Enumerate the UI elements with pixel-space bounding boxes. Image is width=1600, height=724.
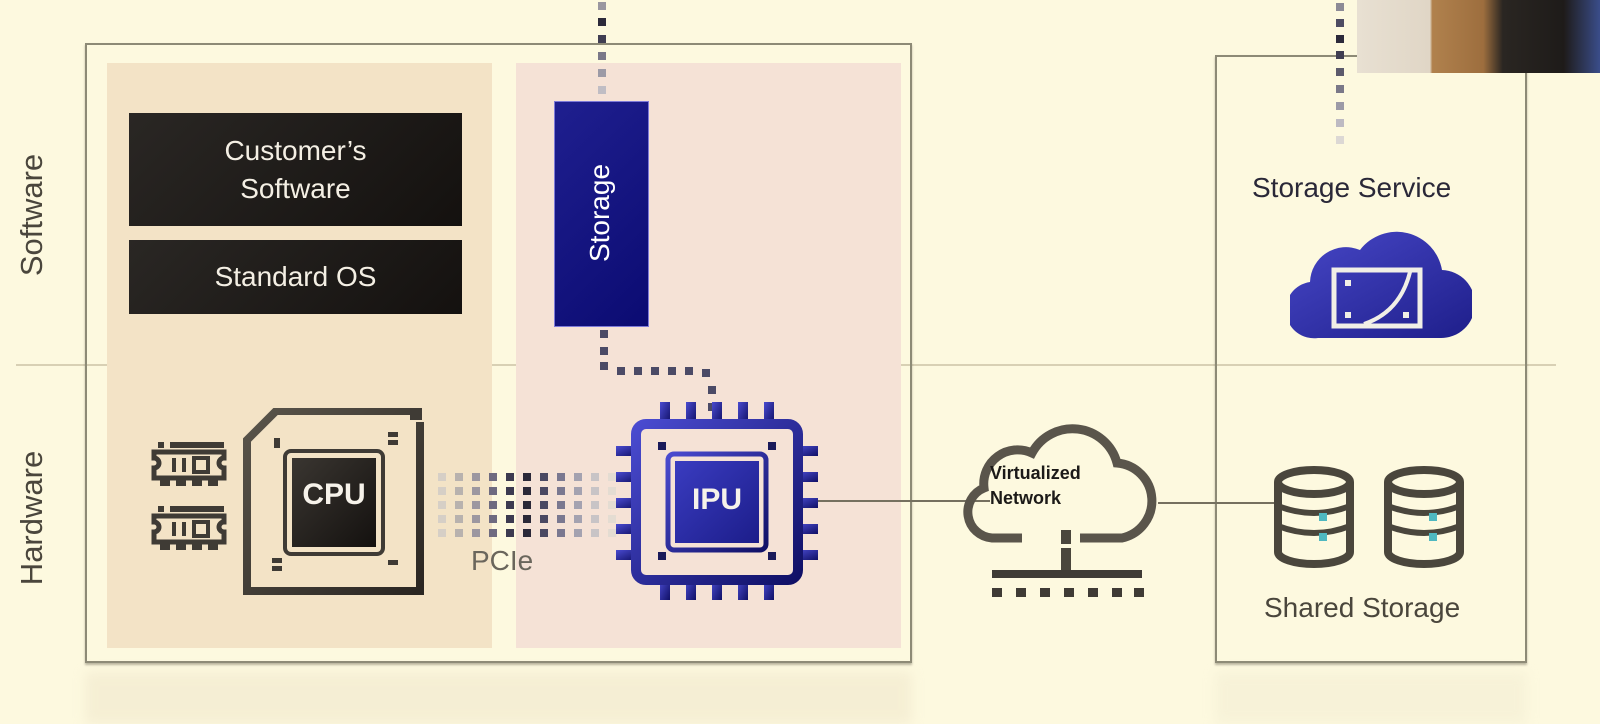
pcie-dot	[591, 515, 599, 523]
pcie-dot	[438, 473, 446, 481]
pcie-dot	[523, 501, 531, 509]
network-label-line2: Network	[990, 488, 1062, 508]
memory-module-icon	[151, 442, 227, 486]
pcie-dot	[523, 473, 531, 481]
cpu-chip-icon	[243, 408, 424, 595]
pcie-dot	[455, 473, 463, 481]
pcie-dot	[540, 487, 548, 495]
pcie-dot	[608, 515, 616, 523]
pcie-dot	[489, 529, 497, 537]
pcie-dot	[540, 473, 548, 481]
pcie-dot	[489, 515, 497, 523]
pcie-dot	[506, 473, 514, 481]
pcie-dot	[591, 529, 599, 537]
pcie-dot	[523, 515, 531, 523]
reflection-left	[85, 672, 912, 724]
pcie-dot	[472, 515, 480, 523]
pcie-dot	[489, 501, 497, 509]
pcie-dot	[557, 487, 565, 495]
storage-service-title: Storage Service	[1252, 172, 1452, 203]
pcie-dot	[591, 501, 599, 509]
pcie-dot	[540, 501, 548, 509]
pcie-dot	[506, 515, 514, 523]
storage-service-cloud-icon	[1290, 231, 1472, 339]
pcie-dot	[489, 487, 497, 495]
shared-storage-icon	[1274, 466, 1464, 568]
pcie-dot	[591, 487, 599, 495]
network-label-line1: Virtualized	[990, 463, 1081, 483]
pcie-dot	[506, 487, 514, 495]
pcie-dot	[455, 529, 463, 537]
pcie-dot	[540, 515, 548, 523]
pcie-dot	[489, 473, 497, 481]
pcie-dot	[438, 529, 446, 537]
pcie-dot	[506, 501, 514, 509]
ipu-storage-block	[554, 101, 649, 327]
pcie-dot	[574, 487, 582, 495]
pcie-dot	[557, 501, 565, 509]
database-icon	[1384, 466, 1464, 568]
virtualized-network-icon	[963, 424, 1157, 597]
ipu-chip-icon	[616, 402, 818, 600]
pcie-dot	[557, 529, 565, 537]
shared-storage-label: Shared Storage	[1264, 592, 1461, 623]
cpu-label: CPU	[302, 478, 366, 511]
virtualized-network-label: Virtualized Network	[990, 461, 1081, 511]
remote-uplink-dots	[1336, 3, 1344, 144]
storage-uplink-dots	[598, 2, 606, 94]
pcie-dot	[557, 473, 565, 481]
memory-modules-icon	[151, 442, 227, 550]
pcie-dot	[574, 515, 582, 523]
customers-software-box: Customer’s Software	[129, 113, 462, 226]
pcie-dot	[523, 487, 531, 495]
pcie-dot	[557, 515, 565, 523]
ipu-label: IPU	[691, 483, 742, 516]
pcie-dot	[455, 501, 463, 509]
pcie-dot	[574, 501, 582, 509]
pcie-dot	[523, 529, 531, 537]
memory-module-icon	[151, 506, 227, 550]
pcie-dot	[455, 487, 463, 495]
pcie-dot	[472, 529, 480, 537]
pcie-link-dots	[438, 473, 616, 537]
pcie-dot	[540, 529, 548, 537]
database-icon	[1274, 466, 1354, 568]
pcie-dot	[472, 501, 480, 509]
presenter-video-thumbnail	[1357, 0, 1600, 73]
pcie-dot	[574, 529, 582, 537]
server-frame	[85, 43, 912, 663]
storage-to-ipu-dots	[600, 330, 716, 411]
pcie-dot	[438, 487, 446, 495]
pcie-label: PCIe	[471, 545, 534, 576]
reflection-right	[1215, 672, 1527, 724]
pcie-dot	[455, 515, 463, 523]
pcie-dot	[574, 473, 582, 481]
pcie-dot	[506, 529, 514, 537]
pcie-dot	[438, 501, 446, 509]
pcie-dot	[608, 501, 616, 509]
pcie-dot	[608, 473, 616, 481]
standard-os-box: Standard OS	[129, 240, 462, 314]
pcie-dot	[608, 529, 616, 537]
pcie-dot	[438, 515, 446, 523]
pcie-dot	[472, 487, 480, 495]
pcie-dot	[472, 473, 480, 481]
pcie-dot	[608, 487, 616, 495]
pcie-dot	[591, 473, 599, 481]
